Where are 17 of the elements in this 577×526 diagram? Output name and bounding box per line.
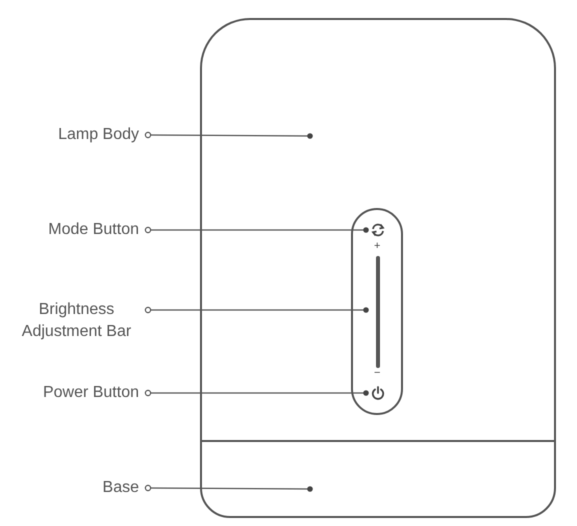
leader-line bbox=[144, 390, 369, 396]
base-outline bbox=[200, 440, 556, 518]
part-label: Lamp Body bbox=[58, 125, 139, 145]
refresh-icon bbox=[370, 222, 386, 238]
part-label: Base bbox=[102, 478, 139, 498]
leader-line bbox=[144, 226, 369, 234]
power-icon bbox=[370, 385, 386, 401]
part-label: Power Button bbox=[42, 383, 139, 403]
lamp-body-outline bbox=[200, 18, 556, 440]
part-label: Mode Button bbox=[48, 220, 139, 240]
leader-line bbox=[144, 132, 313, 139]
leader-line bbox=[144, 484, 313, 492]
minus-sign: − bbox=[374, 367, 380, 379]
brightness-bar bbox=[376, 256, 380, 368]
leader-line bbox=[144, 306, 369, 314]
plus-sign: + bbox=[374, 240, 380, 252]
part-label: Brightness Adjustment Bar bbox=[20, 300, 132, 342]
